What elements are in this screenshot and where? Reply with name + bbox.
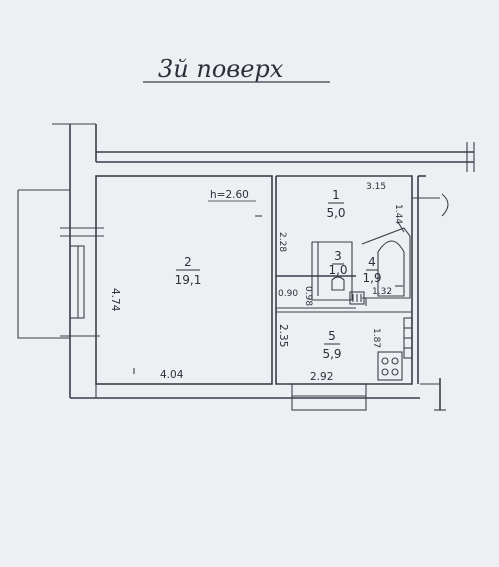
dim-hall-depth: 2.28 bbox=[277, 232, 287, 252]
svg-text:1: 1 bbox=[332, 188, 340, 202]
room-label-1: 1 5,0 bbox=[326, 188, 345, 220]
svg-text:1,0: 1,0 bbox=[328, 263, 347, 277]
svg-text:1,9: 1,9 bbox=[362, 271, 381, 285]
floor-title: 3й поверх bbox=[158, 55, 284, 83]
dim-kitchen-width: 2.92 bbox=[310, 371, 333, 383]
dim-room2-width: 4.04 bbox=[160, 369, 184, 381]
dim-bath-width: 1.32 bbox=[372, 287, 392, 297]
dim-wc-side: 0.98 bbox=[303, 286, 313, 306]
room-label-4: 4 1,9 bbox=[362, 255, 381, 285]
stove bbox=[377, 351, 403, 381]
dim-room2-height: 4.74 bbox=[109, 288, 121, 312]
room-label-2: 2 19,1 bbox=[175, 255, 202, 287]
svg-text:2: 2 bbox=[184, 255, 192, 269]
svg-text:19,1: 19,1 bbox=[175, 273, 202, 287]
room-2 bbox=[70, 175, 290, 399]
svg-text:5,0: 5,0 bbox=[326, 206, 345, 220]
dim-kitchen-side: 1.87 bbox=[371, 328, 381, 348]
corridor-walls bbox=[96, 142, 475, 172]
svg-text:4: 4 bbox=[368, 255, 376, 269]
toilet bbox=[331, 276, 345, 291]
bathtub bbox=[377, 240, 405, 297]
dim-hall-width: 3.15 bbox=[366, 182, 386, 192]
ceiling-height-note: h=2.60 bbox=[208, 189, 256, 202]
dim-kitchen-height: 2.35 bbox=[277, 324, 289, 347]
right-block bbox=[275, 175, 449, 411]
dim-hall-side: 1.44 bbox=[393, 204, 403, 224]
kitchen-sink bbox=[403, 317, 413, 359]
stairwell bbox=[17, 123, 104, 398]
room-label-5: 5 5,9 bbox=[322, 329, 341, 361]
dim-wc-width: 0.90 bbox=[278, 289, 298, 299]
svg-text:5: 5 bbox=[328, 329, 336, 343]
vent-block bbox=[349, 291, 365, 305]
room-label-3: 3 1,0 bbox=[328, 249, 347, 277]
svg-text:h=2.60: h=2.60 bbox=[210, 189, 249, 201]
interior-walls bbox=[276, 221, 412, 313]
svg-text:5,9: 5,9 bbox=[322, 347, 341, 361]
svg-text:3: 3 bbox=[334, 249, 342, 263]
